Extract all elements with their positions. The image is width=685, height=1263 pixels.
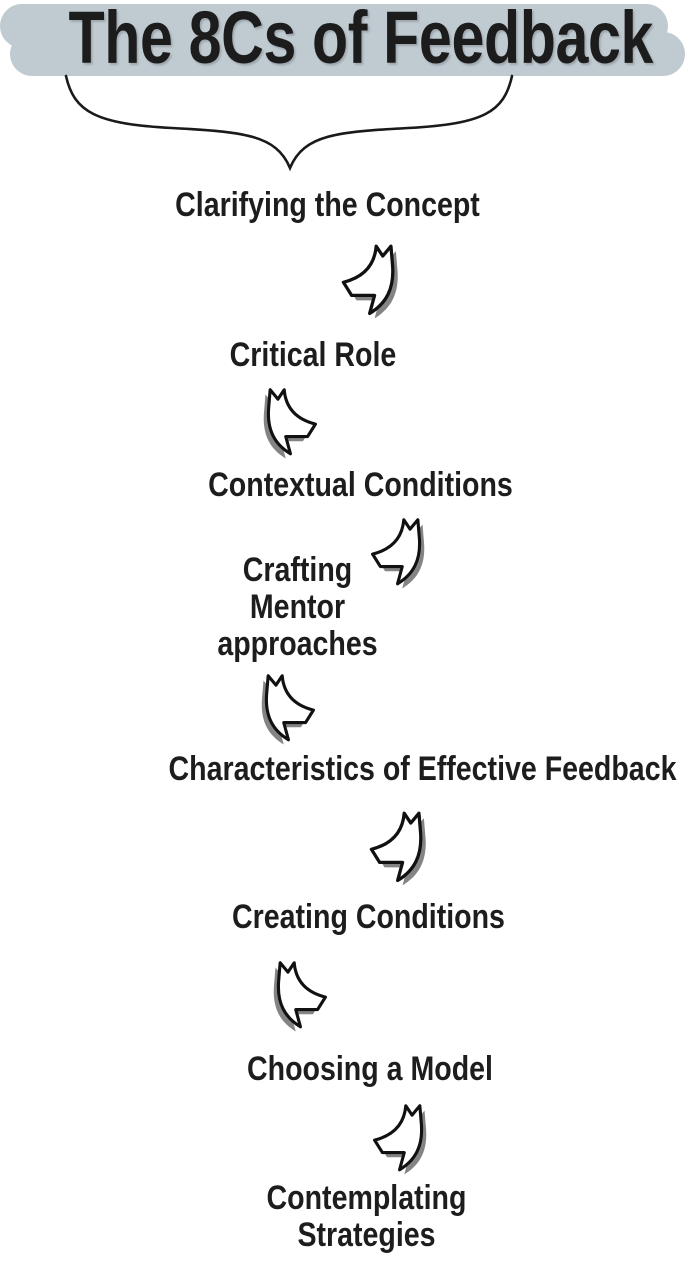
step-line: Contemplating xyxy=(266,1179,467,1217)
arrow-down-left-icon xyxy=(371,518,425,589)
step-label-choosing-a-model: Choosing a Model xyxy=(59,1050,681,1088)
banner-bar-bottom xyxy=(10,32,685,76)
arrow-down-left-icon xyxy=(341,244,398,319)
step-line: Contextual Conditions xyxy=(208,466,513,504)
step-line: Mentor xyxy=(249,588,346,626)
step-line: Critical Role xyxy=(229,336,397,374)
step-label-clarifying-the-concept: Clarifying the Concept xyxy=(52,186,602,224)
arrow-down-right-icon xyxy=(263,388,317,459)
arrow-down-left-icon xyxy=(373,1104,427,1175)
step-line: Clarifying the Concept xyxy=(175,186,480,224)
arrow-down-right-icon xyxy=(261,674,315,745)
arrow-down-right-icon xyxy=(273,961,327,1032)
curly-brace xyxy=(64,74,514,172)
step-label-crafting-mentor-approaches: Crafting Mentor approaches xyxy=(48,552,548,663)
step-line: approaches xyxy=(217,625,378,663)
step-label-contextual-conditions: Contextual Conditions xyxy=(58,466,664,504)
step-label-creating-conditions: Creating Conditions xyxy=(59,898,678,936)
step-line: Strategies xyxy=(297,1216,436,1254)
step-line: Characteristics of Effective Feedback xyxy=(168,750,677,788)
step-line: Crafting xyxy=(242,551,353,589)
step-label-characteristics-of-effective-feedback: Characteristics of Effective Feedback xyxy=(68,750,685,788)
title-banner: The 8Cs of Feedback xyxy=(0,0,685,90)
page-title: The 8Cs of Feedback xyxy=(68,0,654,79)
step-label-contemplating-strategies: Contemplating Strategies xyxy=(59,1180,675,1254)
step-label-critical-role: Critical Role xyxy=(50,336,576,374)
step-line: Choosing a Model xyxy=(247,1050,493,1088)
arrow-down-left-icon xyxy=(369,811,426,886)
step-line: Creating Conditions xyxy=(232,898,505,936)
